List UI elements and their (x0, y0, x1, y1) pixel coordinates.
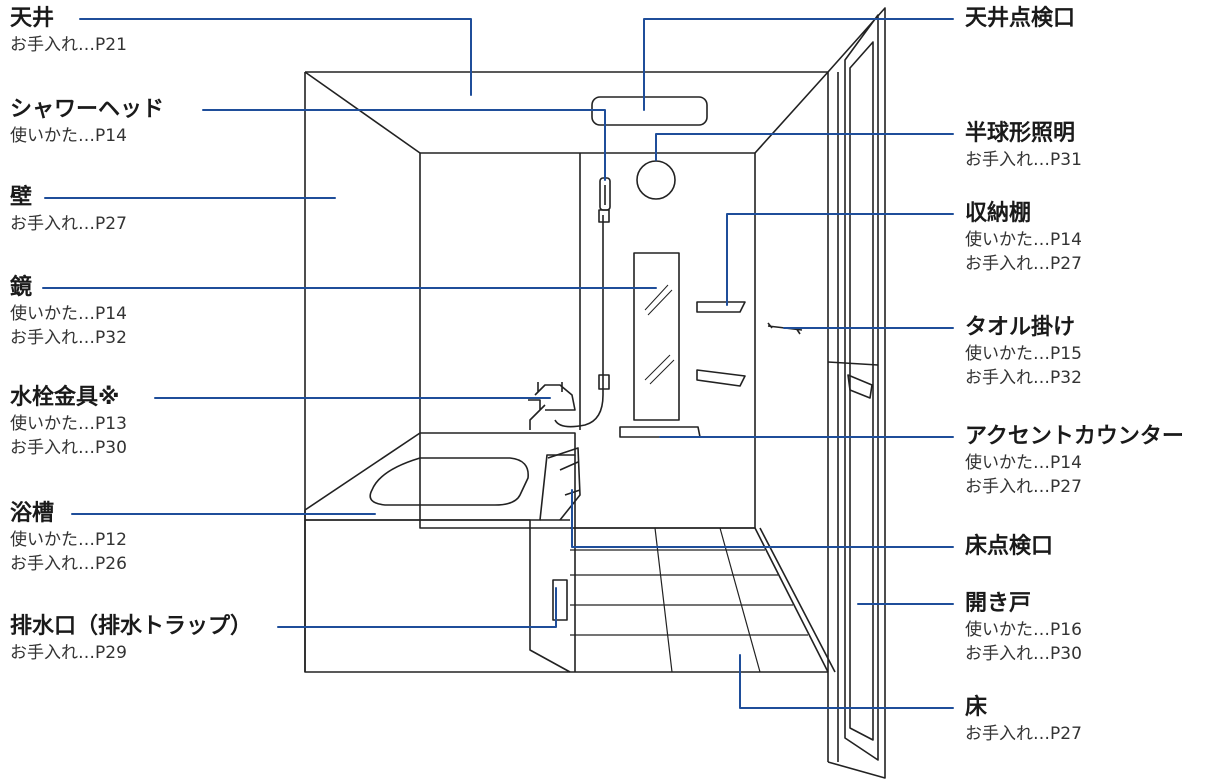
bathtub-front (304, 519, 571, 673)
label-title: 開き戸 (965, 591, 1032, 616)
label-title: 半球形照明 (965, 121, 1076, 146)
label-title: アクセントカウンター (965, 424, 1184, 449)
label-title: 収納棚 (965, 201, 1032, 226)
mirror-glare (644, 284, 675, 385)
door-frame (827, 7, 886, 779)
label-drain: 排水口（排水トラップ） お手入れ…P29 (10, 613, 252, 665)
label-ref: お手入れ…P29 (10, 643, 127, 663)
label-ref: 使いかた…P12 (10, 530, 127, 550)
label-title: 床点検口 (965, 534, 1054, 559)
bathtub-rim (540, 455, 576, 672)
label-title: 水栓金具※ (10, 385, 120, 410)
door-handle (827, 361, 879, 399)
label-bathtub: 浴槽 使いかた…P12 お手入れ…P26 (10, 500, 127, 576)
label-ceiling-hatch: 天井点検口 (965, 5, 1075, 33)
leader-ceiling-hatch (643, 18, 954, 111)
shower-hose (554, 185, 606, 428)
label-accent-counter: アクセントカウンター 使いかた…P14 お手入れ…P27 (965, 423, 1184, 499)
leader-storage-shelf (726, 213, 954, 306)
label-ref: 使いかた…P14 (965, 453, 1082, 473)
label-title: 浴槽 (10, 501, 55, 526)
label-title: 天井点検口 (965, 6, 1076, 31)
door-glass (849, 41, 874, 741)
floor-edge-inner (759, 527, 836, 673)
label-towel-bar: タオル掛け 使いかた…P15 お手入れ…P32 (965, 314, 1082, 390)
label-mirror: 鏡 使いかた…P14 お手入れ…P32 (10, 274, 127, 350)
label-title: 鏡 (10, 275, 33, 300)
label-ref: お手入れ…P27 (965, 477, 1082, 497)
drain-cover (552, 579, 568, 621)
label-ref: お手入れ…P31 (965, 150, 1082, 170)
label-title: タオル掛け (965, 315, 1076, 340)
room-frame (304, 71, 829, 762)
leader-drain (277, 587, 557, 628)
label-ceiling: 天井 お手入れ…P21 (10, 5, 127, 57)
label-title: 壁 (10, 185, 33, 210)
accent-counter-shape (619, 426, 701, 438)
label-ref: お手入れ…P21 (10, 35, 127, 55)
faucet-shape (528, 382, 576, 430)
floor-tiles (570, 527, 808, 673)
label-ref: お手入れ…P30 (965, 644, 1082, 664)
ceiling-edges (304, 71, 829, 154)
label-ref: 使いかた…P13 (10, 414, 127, 434)
label-faucet: 水栓金具※ 使いかた…P13 お手入れ…P30 (10, 384, 127, 460)
label-ref: 使いかた…P14 (965, 230, 1082, 250)
ceiling-hatch-shape (591, 96, 708, 126)
leader-shower-head (202, 109, 606, 181)
label-title: シャワーヘッド (10, 97, 165, 122)
label-ref: お手入れ…P27 (965, 254, 1082, 274)
label-storage-shelf: 収納棚 使いかた…P14 お手入れ…P27 (965, 200, 1082, 276)
label-title: 天井 (10, 6, 55, 31)
label-title: 床 (965, 695, 988, 720)
back-wall (419, 152, 756, 529)
label-ref: 使いかた…P16 (965, 620, 1082, 640)
leader-floor-hatch (571, 489, 954, 548)
label-floor-hatch: 床点検口 (965, 533, 1053, 561)
label-hinged-door: 開き戸 使いかた…P16 お手入れ…P30 (965, 590, 1082, 666)
shelf-upper (696, 301, 746, 313)
shower-holder (598, 374, 610, 390)
floor-outline (570, 527, 829, 673)
label-wall: 壁 お手入れ…P27 (10, 184, 127, 236)
label-ref: 使いかた…P14 (10, 126, 127, 146)
leader-dome-light (655, 133, 954, 161)
mirror-shape (633, 252, 680, 421)
label-ref: お手入れ…P26 (10, 554, 127, 574)
label-ref: お手入れ…P32 (10, 328, 127, 348)
label-ref: お手入れ…P30 (10, 438, 127, 458)
label-ref: お手入れ…P27 (10, 214, 127, 234)
label-ref: 使いかた…P14 (10, 304, 127, 324)
label-ref: 使いかた…P15 (965, 344, 1082, 364)
leader-ceiling (79, 18, 472, 96)
label-ref: お手入れ…P32 (965, 368, 1082, 388)
bathroom-drawing (304, 7, 886, 779)
label-title: 排水口（排水トラップ） (10, 614, 253, 639)
dome-light-shape (636, 160, 676, 200)
leader-floor (739, 654, 954, 709)
bathtub-outline (304, 432, 576, 521)
label-ref: お手入れ…P27 (965, 724, 1082, 744)
shower-slide-bar (598, 209, 610, 223)
bathtub-basin (369, 457, 529, 506)
label-shower-head: シャワーヘッド 使いかた…P14 (10, 96, 164, 148)
shelf-lower (696, 369, 746, 387)
label-dome-light: 半球形照明 お手入れ…P31 (965, 120, 1082, 172)
label-floor: 床 お手入れ…P27 (965, 694, 1082, 746)
